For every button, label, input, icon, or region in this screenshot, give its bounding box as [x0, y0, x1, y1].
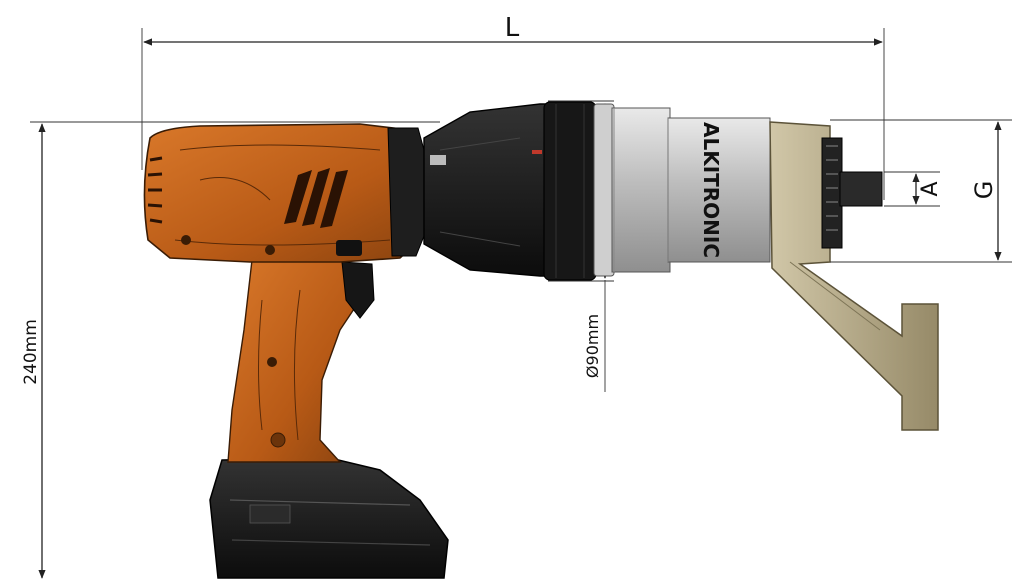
reaction-label: G: [970, 181, 998, 200]
side-vents: [284, 168, 348, 228]
reaction-arm: [769, 121, 939, 431]
square-drive-label: A: [918, 181, 943, 196]
battery-pack: [209, 457, 449, 579]
square-drive: [839, 171, 883, 207]
svg-text:ALKITRONIC: ALKITRONIC: [699, 122, 723, 258]
brand-logo: ALKITRONIC: [699, 122, 723, 258]
adjustment-ring: [543, 101, 597, 281]
drive-sprocket: [821, 137, 843, 249]
motor-housing: [143, 123, 421, 263]
square-drive-dimension: A: [884, 171, 943, 207]
length-dimension: L: [141, 13, 885, 200]
height-dimension: 240mm: [21, 121, 440, 579]
direction-switch: [336, 240, 362, 256]
rear-vents: [147, 156, 163, 224]
grip-handle: [227, 257, 361, 463]
diameter-label: Ø90mm: [583, 314, 602, 378]
gearbox: ALKITRONIC: [593, 103, 771, 277]
length-label: L: [505, 13, 520, 43]
tool-housing: [143, 123, 449, 579]
reaction-dimension: G: [830, 119, 1012, 263]
torque-collar: [423, 101, 597, 281]
trigger: [341, 261, 375, 319]
height-label: 240mm: [21, 319, 41, 385]
